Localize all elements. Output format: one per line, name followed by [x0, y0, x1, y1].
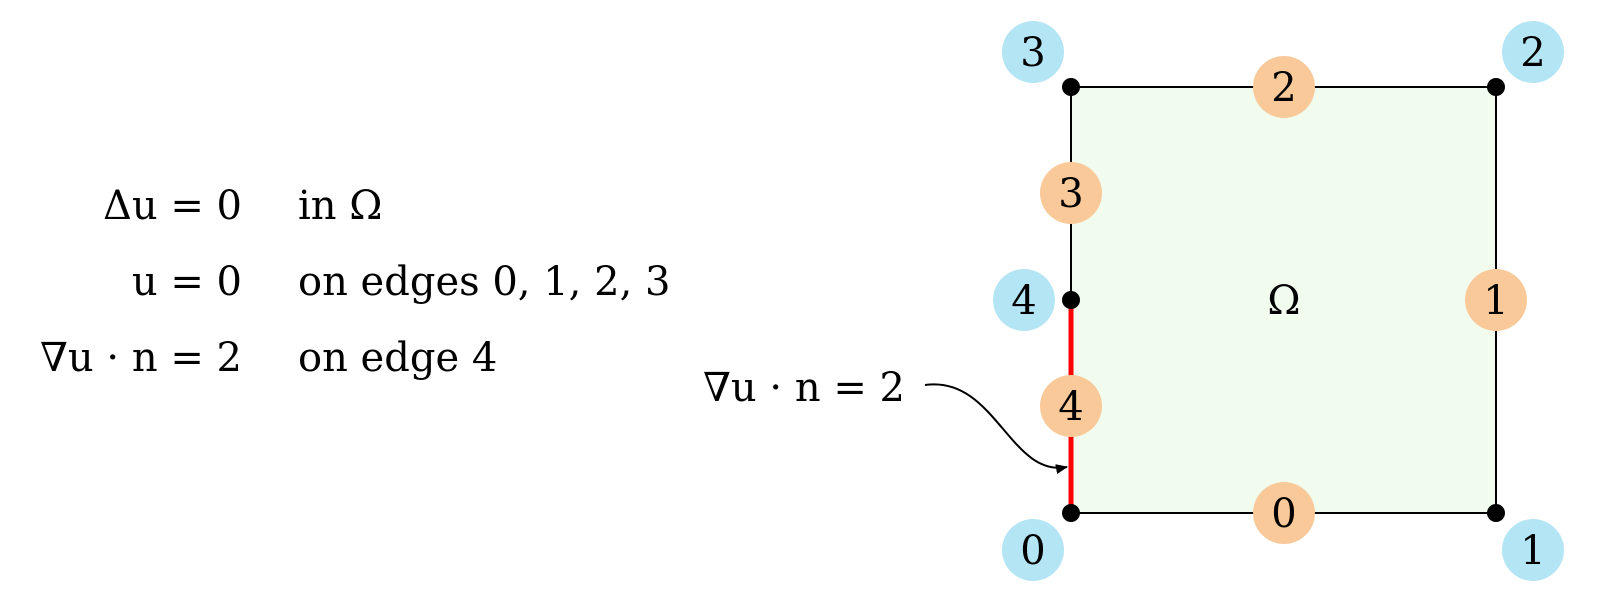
- vertex-dot: [1062, 504, 1080, 522]
- edge-badge-label: 2: [1271, 65, 1296, 111]
- vertex-dot: [1062, 78, 1080, 96]
- vertex-badge-2: 2: [1502, 21, 1564, 83]
- edge-badge-label: 0: [1271, 491, 1296, 537]
- vertex-badge-4: 4: [993, 269, 1055, 331]
- equation-rhs: on edge 4: [298, 335, 498, 381]
- domain-label: Ω: [1267, 278, 1300, 324]
- vertex-badge-label: 4: [1011, 278, 1036, 324]
- edge-badge-1: 1: [1465, 269, 1527, 331]
- equation-row-dirichlet: u = 0 on edges 0, 1, 2, 3: [0, 252, 700, 312]
- vertex-badge-label: 0: [1020, 528, 1045, 574]
- equation-lhs: ∇u · n = 2: [40, 335, 242, 381]
- vertex-badge-label: 1: [1520, 528, 1545, 574]
- equation-lhs: u = 0: [131, 259, 242, 305]
- equation-row-neumann: ∇u · n = 2 on edge 4: [0, 328, 700, 388]
- edge-badge-4: 4: [1040, 375, 1102, 437]
- equation-rhs: on edges 0, 1, 2, 3: [298, 259, 671, 305]
- equation-lhs: Δu = 0: [102, 183, 242, 229]
- vertex-badge-0: 0: [1002, 519, 1064, 581]
- edge-badge-0: 0: [1253, 482, 1315, 544]
- vertex-dot: [1487, 78, 1505, 96]
- edge-badge-label: 1: [1483, 278, 1508, 324]
- equation-row-laplace: Δu = 0 in Ω: [0, 176, 700, 236]
- vertex-badge-label: 2: [1520, 30, 1545, 76]
- vertex-badge-label: 3: [1020, 30, 1045, 76]
- vertex-dot: [1487, 504, 1505, 522]
- edge-badge-2: 2: [1253, 56, 1315, 118]
- equation-rhs: in Ω: [298, 183, 383, 229]
- bc-label: ∇u · n = 2: [703, 365, 905, 411]
- vertex-badge-3: 3: [1002, 21, 1064, 83]
- edge-badge-label: 4: [1058, 384, 1083, 430]
- edge-badge-label: 3: [1058, 171, 1083, 217]
- vertex-badge-1: 1: [1502, 519, 1564, 581]
- vertex-dot: [1062, 291, 1080, 309]
- edge-badge-3: 3: [1040, 162, 1102, 224]
- bc-arrow: [924, 383, 1068, 474]
